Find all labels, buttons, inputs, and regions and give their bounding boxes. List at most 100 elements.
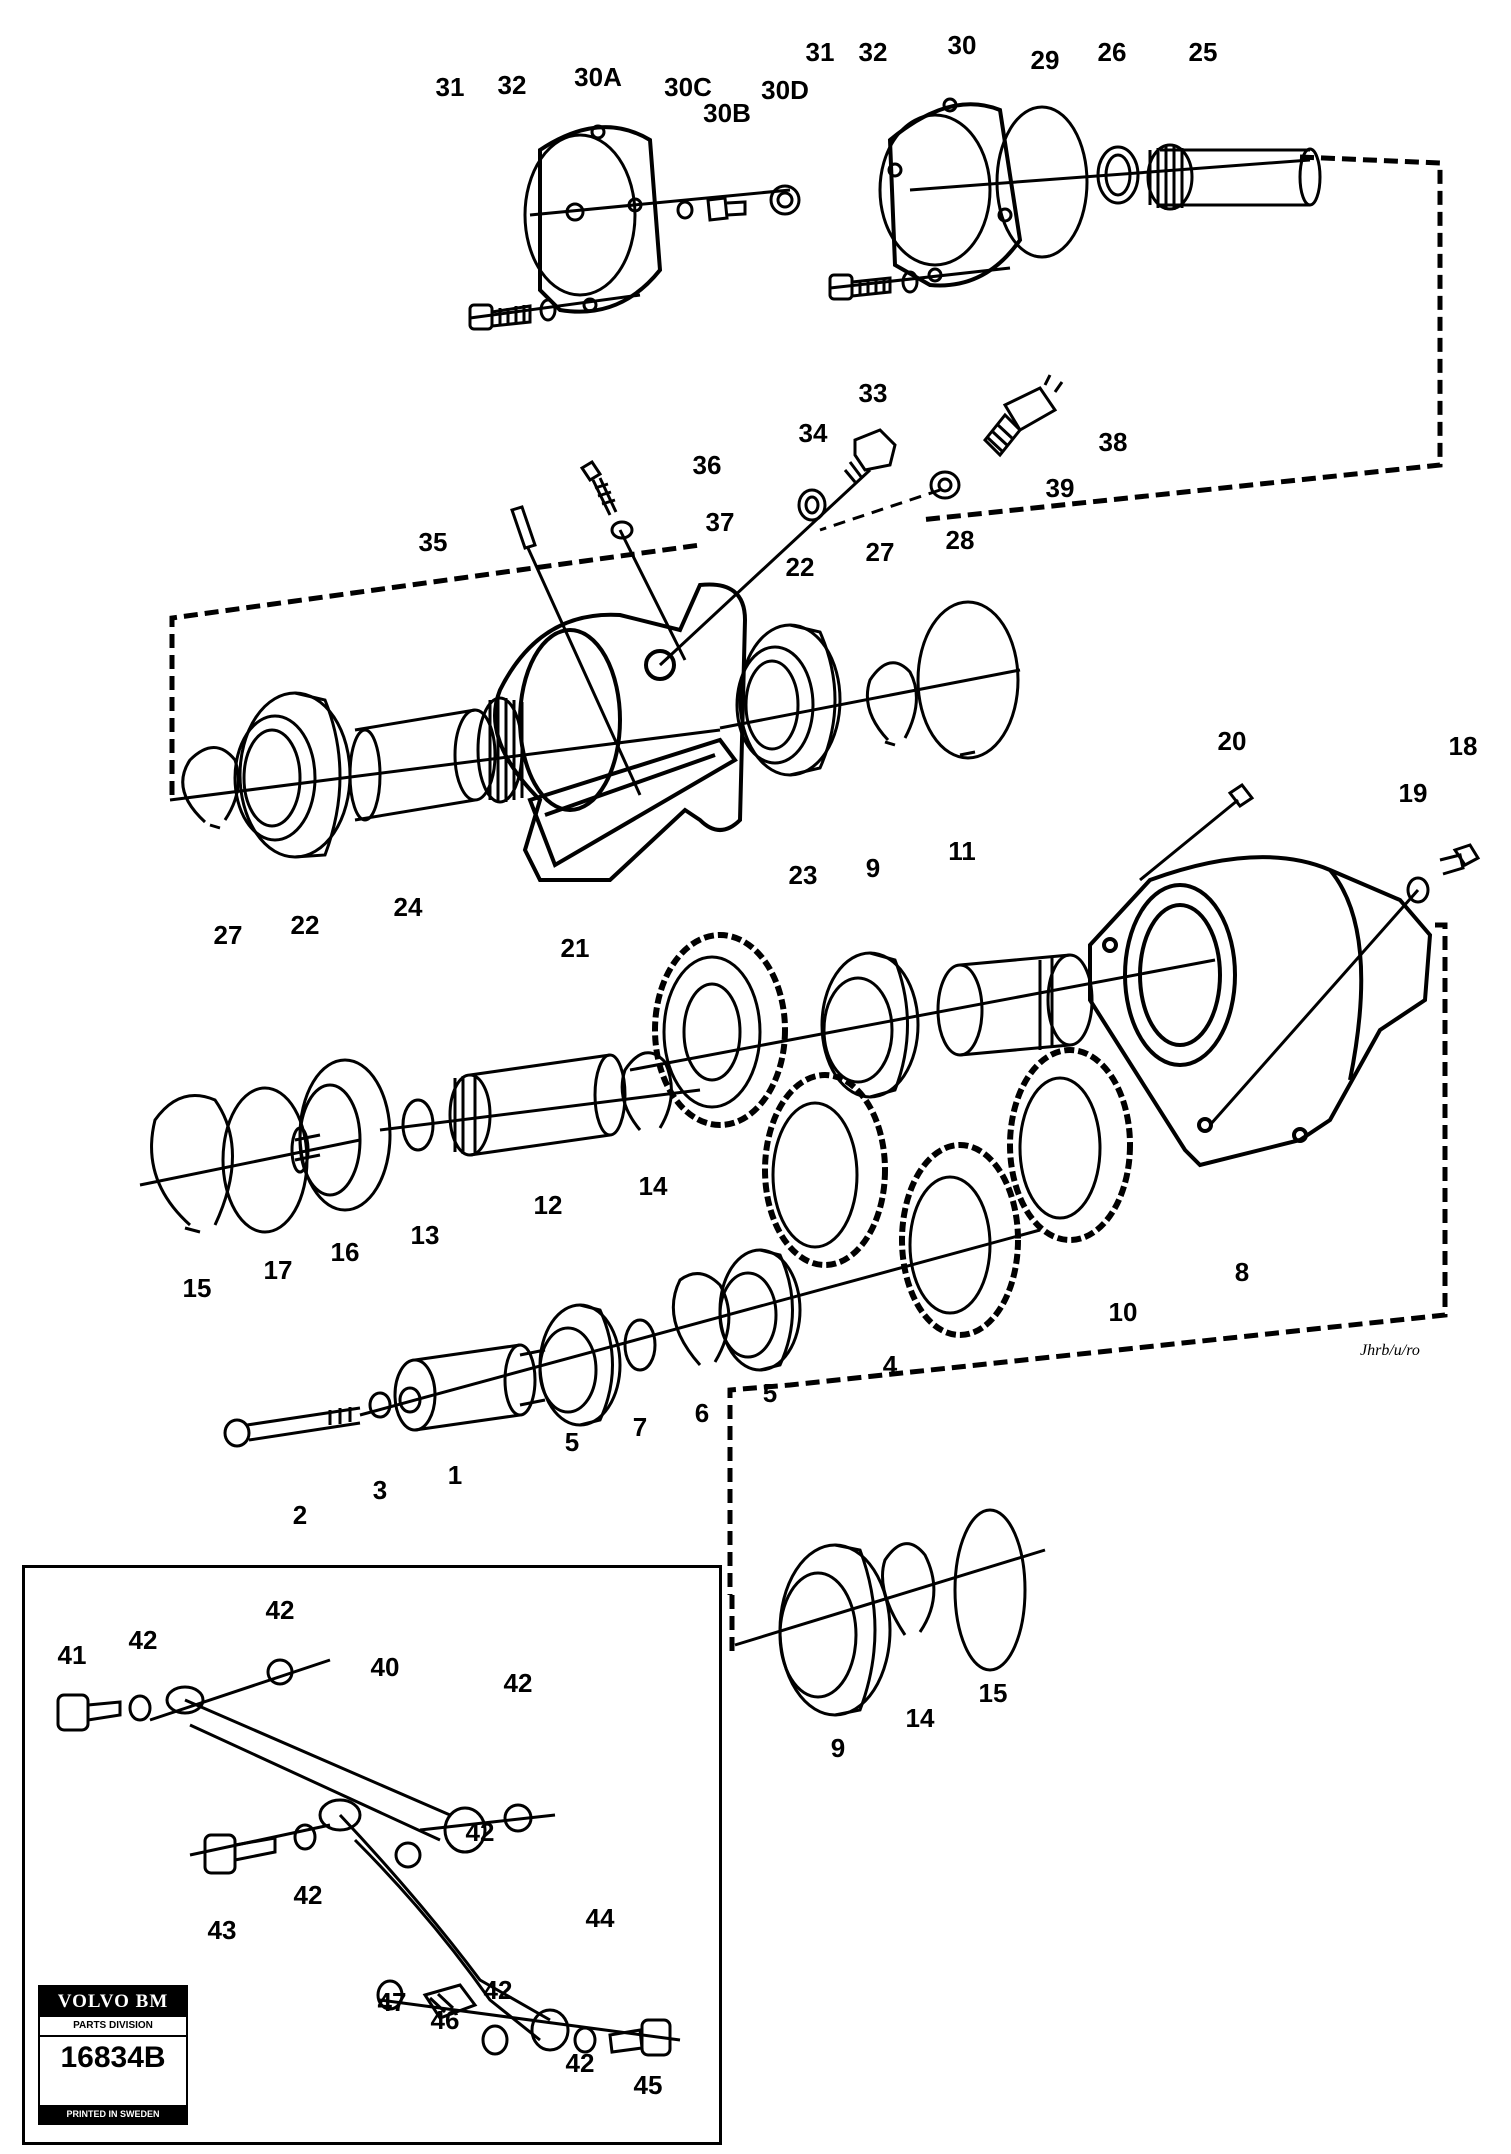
callout-33: 33 (858, 378, 888, 408)
callout-30a: 30A (574, 62, 622, 92)
bearing-22-right (735, 623, 842, 777)
callout-28: 28 (945, 525, 975, 555)
washer-39 (929, 470, 961, 500)
callout-34: 34 (798, 418, 828, 448)
callout-15-left: 15 (182, 1273, 212, 1303)
bearing-9-lower (778, 1543, 892, 1717)
callout-38: 38 (1098, 427, 1128, 457)
callout-44: 44 (585, 1903, 615, 1933)
callout-10: 10 (1108, 1297, 1138, 1327)
callout-32-left: 32 (497, 70, 527, 100)
callout-3: 3 (372, 1475, 388, 1505)
pipe-44 (318, 1798, 570, 2052)
drawing-number: 16834B (60, 2041, 166, 2074)
callout-35: 35 (418, 527, 448, 557)
callout-23: 23 (788, 860, 818, 890)
callout-42-f: 42 (483, 1975, 513, 2005)
callout-47: 47 (377, 1987, 407, 2017)
washer-42-d (394, 1841, 422, 1869)
snap-ring-28 (916, 600, 1020, 760)
callout-22-right: 22 (785, 552, 815, 582)
callout-42-e: 42 (293, 1880, 323, 1910)
callout-30: 30 (947, 30, 977, 60)
callout-11: 11 (948, 836, 976, 866)
dashed-boundary-upper (919, 154, 1443, 523)
washer-42-f (481, 2024, 509, 2056)
screw-36 (579, 459, 618, 516)
circlip-14-mid (620, 1051, 673, 1131)
callout-37: 37 (705, 507, 735, 537)
nut-37 (610, 520, 634, 540)
circlip-6 (671, 1272, 731, 1366)
circlip-15-left (150, 1094, 234, 1234)
callout-42-d: 42 (465, 1817, 495, 1847)
housing-8 (1088, 855, 1433, 1168)
sensor-38 (982, 374, 1064, 458)
sleeve-11 (936, 953, 1094, 1057)
callout-36: 36 (692, 450, 722, 480)
signature-mark: Jhrb/u/ro (1360, 1342, 1420, 1359)
callout-30d: 30D (761, 75, 809, 105)
dashed-boundary-left (169, 542, 701, 795)
cap-30d (769, 184, 801, 216)
callout-19: 19 (1398, 778, 1428, 808)
cover-16 (290, 1058, 392, 1212)
bolt-41 (56, 1693, 122, 1732)
circlip-15-lower (953, 1508, 1027, 1672)
pin-35 (510, 505, 537, 550)
cover-30a (523, 124, 663, 314)
callout-22-left: 22 (290, 910, 320, 940)
callout-6: 6 (694, 1398, 710, 1428)
callout-14-mid: 14 (638, 1171, 668, 1201)
shaft-25 (1146, 143, 1322, 211)
callout-26: 26 (1097, 37, 1127, 67)
inset-panel (22, 1565, 722, 2145)
callout-18: 18 (1448, 731, 1478, 761)
sleeve-1 (393, 1343, 546, 1432)
bearing-5-left (538, 1303, 622, 1427)
callout-12: 12 (533, 1190, 563, 1220)
washer-42-c (503, 1803, 533, 1833)
callout-21: 21 (560, 933, 590, 963)
circlip-14-lower (881, 1542, 936, 1636)
callout-40: 40 (370, 1652, 400, 1682)
printed-in: PRINTED IN SWEDEN (40, 2105, 186, 2123)
shaft-24 (348, 696, 524, 822)
nut-19 (1406, 876, 1430, 904)
callout-9-mid: 9 (865, 853, 881, 883)
washer-42-a (128, 1694, 152, 1722)
callout-45: 45 (633, 2070, 663, 2100)
ring-7 (623, 1318, 657, 1372)
callout-41: 41 (57, 1640, 87, 1670)
callout-25: 25 (1188, 37, 1218, 67)
callout-43: 43 (207, 1915, 237, 1945)
callout-17: 17 (263, 1255, 293, 1285)
washer-3 (368, 1391, 392, 1419)
callout-42-g: 42 (565, 2048, 595, 2078)
fitting-30b (706, 196, 747, 222)
bearing-5-right (718, 1248, 802, 1372)
callout-42-b: 42 (265, 1595, 295, 1625)
callout-7: 7 (632, 1412, 648, 1442)
callout-13: 13 (410, 1220, 440, 1250)
callout-32-right: 32 (858, 37, 888, 67)
volvo-bm-logo-block: VOLVO BM PARTS DIVISION 16834B PRINTED I… (38, 1985, 188, 2125)
cover-30 (878, 97, 1023, 288)
parts-division: PARTS DIVISION (40, 2017, 186, 2037)
callout-15-lower: 15 (978, 1678, 1008, 1708)
callout-29: 29 (1030, 45, 1060, 75)
bearing-22-left (233, 691, 352, 859)
gear-cluster (762, 1072, 888, 1268)
dashed-boundary-right (727, 922, 1448, 1595)
ring-13 (401, 1098, 435, 1152)
callout-4: 4 (882, 1350, 898, 1380)
callout-5-left: 5 (564, 1427, 580, 1457)
callout-14-lower: 14 (905, 1703, 935, 1733)
washer-32-right (901, 270, 919, 294)
washer-47 (376, 1979, 404, 2011)
bolt-2 (223, 1406, 361, 1448)
callout-30c: 30C (664, 72, 712, 102)
callout-2: 2 (292, 1500, 308, 1530)
callout-9-lower: 9 (830, 1733, 846, 1763)
